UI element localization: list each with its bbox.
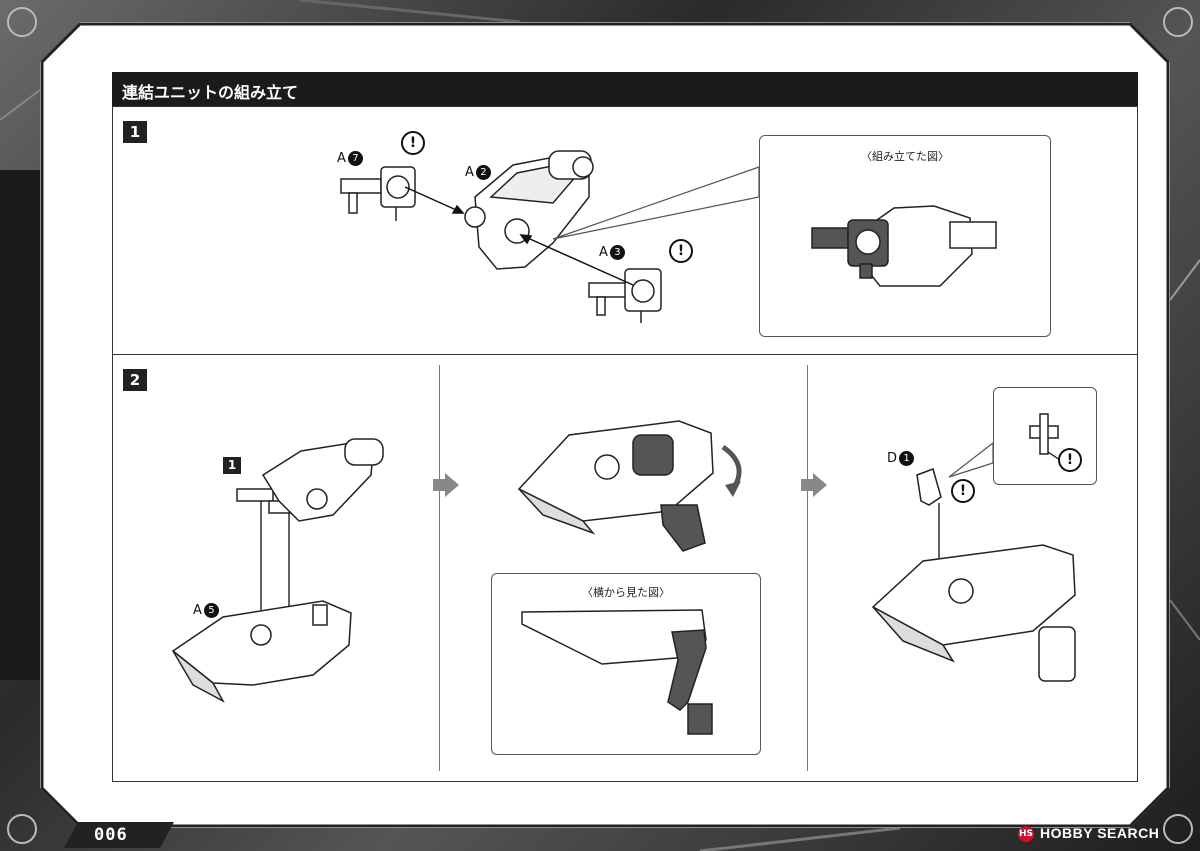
part-a2-drawing [464, 150, 594, 270]
step1-badge: 1 [123, 121, 147, 143]
base-part-a5-drawing [171, 600, 352, 703]
caution-icon: ! [951, 479, 975, 503]
part-a7-drawing [340, 166, 416, 221]
inset-label: 〈横から見た図〉 [582, 586, 670, 599]
callout-pointer [948, 441, 994, 478]
panel-divider [439, 365, 440, 771]
final-assembly-drawing [871, 544, 1076, 682]
step2-diagram [171, 420, 1076, 703]
rotated-assembly-drawing [517, 420, 714, 552]
caution-icon: ! [401, 131, 425, 155]
detail-callout-inset: ! [993, 387, 1097, 485]
side-view-inset: 〈横から見た図〉 [491, 573, 761, 755]
detail-drawing [1029, 413, 1061, 461]
caution-icon: ! [1058, 448, 1082, 472]
next-arrow-icon [445, 473, 459, 497]
sheet-border [40, 22, 1170, 828]
next-arrow-icon [813, 473, 827, 497]
section-title: 連結ユニットの組み立て [122, 83, 299, 102]
part-d1-drawing [916, 468, 942, 506]
assembled-view-drawing [811, 205, 997, 287]
next-arrow-icon [801, 479, 813, 491]
step1-diagram [340, 150, 760, 323]
watermark-text: HOBBY SEARCH [1040, 825, 1160, 841]
caution-icon: ! [669, 239, 693, 263]
side-view-drawing [521, 609, 713, 735]
part-a3-drawing [588, 268, 662, 323]
rotate-arrow-icon [725, 481, 741, 497]
next-arrow-icon [433, 479, 445, 491]
page-number: 006 [94, 825, 128, 845]
inset-label: 〈組み立てた図〉 [861, 150, 949, 163]
section-title-bar: 連結ユニットの組み立て [112, 72, 1138, 106]
step2-badge: 2 [123, 369, 147, 391]
sub-assembly-drawing [236, 438, 384, 522]
assembly-arrows [404, 186, 634, 286]
panel-divider [807, 365, 808, 771]
assembled-view-inset: 〈組み立てた図〉 [759, 135, 1051, 337]
page-number-tab: 006 [64, 822, 174, 848]
watermark-logo-icon: HS [1018, 826, 1034, 842]
sub-assembly-ref: 1 [223, 457, 241, 474]
